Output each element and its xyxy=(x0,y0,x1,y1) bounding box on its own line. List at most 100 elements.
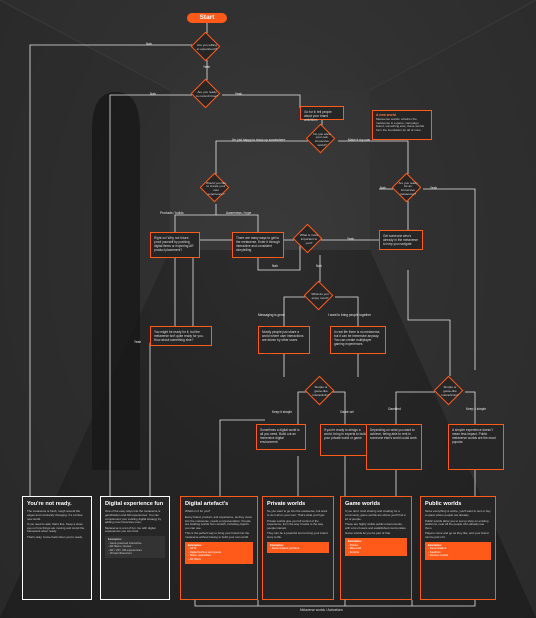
example-item: - Fortnite xyxy=(348,549,360,554)
edge-label-d5-yes: Yeah xyxy=(347,237,355,241)
card-examples: Examples: - Decentraland - Sandbox - Hor… xyxy=(425,541,491,560)
card-title: Digital experience fun xyxy=(105,501,164,507)
card-text: Private worlds give you full control of … xyxy=(267,518,324,530)
edge-label-start-no: Nah xyxy=(146,42,152,46)
decision-interactivity-right: Simple or game-like interactivity? xyxy=(435,377,465,407)
card-text: That's okay. Come back when you're ready… xyxy=(27,534,83,539)
edge-label-gamified: Gamified xyxy=(388,407,401,411)
action-future-proof: Right on! Why not future-proof yourself … xyxy=(150,232,200,258)
edge-label-make-own: Make it my own xyxy=(348,138,371,142)
card-public-worlds: Public worlds Since everything is online… xyxy=(420,496,496,600)
decision-enjoy-most: What do you enjoy most? xyxy=(305,282,335,312)
example-item: - Minecraft xyxy=(348,546,362,551)
examples-title: Examples: xyxy=(270,542,284,547)
card-examples: Examples: - NFTs - Digital fashion and g… xyxy=(185,541,253,564)
examples-title: Examples: xyxy=(108,536,122,541)
edge-label-keep-simple: Keep it simple xyxy=(272,410,293,414)
example-item: - Decentraland gardens xyxy=(270,546,300,551)
action-tell-people: Go for it: tell people about your brand … xyxy=(300,106,344,122)
example-item: - AR / VR / XR experiences xyxy=(108,547,142,552)
edge-label-yeah-left: Yeah xyxy=(134,340,142,344)
edge-label-d6-yes: Yeah xyxy=(430,186,438,190)
examples-title: Examples: xyxy=(348,538,362,543)
note-new-world: A new world Metaverse worlds: whether th… xyxy=(372,110,432,140)
example-item: - Digital fashion and goods xyxy=(188,549,222,554)
example-item: - AR filters xyxy=(188,556,201,561)
edge-label-ready-no: Nah xyxy=(150,92,156,96)
example-item: - Decentraland xyxy=(428,546,447,551)
card-digital-artefacts: Digital artefact's What's in it for you?… xyxy=(180,496,258,600)
decision-interactivity-left: Simple or game-like interactivity? xyxy=(306,377,336,407)
card-text: Public worlds allow you to set up shop o… xyxy=(425,518,489,530)
action-public-world: A simpler experience doesn't mean less i… xyxy=(448,424,504,470)
card-title: Public worlds xyxy=(425,501,462,507)
example-item: - Sandbox xyxy=(428,549,441,554)
card-private-worlds: Private worlds So you want to go into th… xyxy=(262,496,334,600)
edge-label-d5-no: Nah xyxy=(272,264,278,268)
card-text: Since everything is online, you'll want … xyxy=(425,509,491,517)
card-title: Game worlds xyxy=(345,501,381,507)
action-digital-world: Sometimes a digital world is all you nee… xyxy=(256,424,306,450)
action-get-help: Get someone who's already in the metaver… xyxy=(379,230,423,250)
card-text: If you need to wait, that's fine. Keep a… xyxy=(27,522,85,534)
decision-create-experience: Would you like to create your own experi… xyxy=(201,174,231,204)
examples-title: Examples: xyxy=(428,542,442,547)
examples-title: Examples: xyxy=(188,542,202,547)
action-share-world: Mostly people just share a world where u… xyxy=(258,326,310,354)
example-item: - NFTs xyxy=(188,546,197,551)
card-text: They can be a powerful tool to bring you… xyxy=(267,531,328,539)
card-text: What's in it for you? xyxy=(185,509,211,514)
card-text: If you don't mind sharing and creating f… xyxy=(345,509,406,521)
card-text: Players come and go as they like, and yo… xyxy=(425,531,489,539)
example-item: - Virtual influencers xyxy=(108,551,132,556)
card-title: Digital artefact's xyxy=(185,501,229,507)
edge-label-just-happy: I'm just happy to show up somewhere xyxy=(232,138,286,142)
example-item: - Skins, wearables xyxy=(188,553,211,558)
footer-label: Metaverse worlds / Activations xyxy=(300,608,343,612)
note-text: Metaverse worlds: whether the metaverse … xyxy=(376,116,425,133)
card-examples: Examples: - Decentraland gardens xyxy=(267,541,329,553)
card-not-ready: You're not ready. The metaverse is fresh… xyxy=(22,496,92,600)
edge-label-start-yes: Yeah xyxy=(203,65,211,69)
edge-label-d5-nah: Nah xyxy=(316,264,322,268)
example-item: - Gaze-powered interactive xyxy=(108,540,142,545)
action-storytelling: There are many ways to get to the metave… xyxy=(232,232,284,258)
edge-label-collab: I want to bring people together xyxy=(328,313,372,317)
example-item: - AR filters / lenses xyxy=(108,544,132,549)
card-text: So you want to go into the metaverse, bu… xyxy=(267,509,328,517)
edge-label-awareness: Awareness / hype xyxy=(226,211,252,215)
action-not-ready: You might be ready for it, but the metav… xyxy=(150,326,212,346)
decision-what-is-important: What is more important to you? xyxy=(294,225,324,255)
card-game-worlds: Game worlds If you don't mind sharing an… xyxy=(340,496,412,600)
start-node: Start xyxy=(187,13,227,23)
edge-label-d6-no: Nah xyxy=(380,186,386,190)
card-digital-experience: Digital experience fun One of the easy w… xyxy=(100,496,170,600)
edge-label-messaging: Messaging is great xyxy=(258,313,285,317)
card-text: Game worlds let you be part of that. xyxy=(345,531,391,536)
card-text: The metaverse is fresh, rough around the… xyxy=(27,509,83,521)
action-multiplayer: In real life there is no metaverse, but … xyxy=(330,326,386,354)
card-title: Private worlds xyxy=(267,501,306,507)
card-text: Every brand, product, and experience, as… xyxy=(185,515,253,530)
decision-willing-to-experiment: Are you willing to experiment? xyxy=(192,33,222,63)
edge-label-ready-yes: Yeah xyxy=(235,92,243,96)
edge-label-products: Products / builds xyxy=(160,211,184,215)
decision-immersive-metaverse: Are you ready for an immersive metaverse… xyxy=(393,174,423,204)
card-text: Metaverse is a lot of fun. Go with digit… xyxy=(105,525,156,534)
decision-own-world: Do you want your own immersive world? xyxy=(307,125,337,155)
action-rent-space: Depending on what you want to achieve, b… xyxy=(366,424,422,470)
example-item: - Roblox xyxy=(348,542,359,547)
card-examples: Examples: - Roblox - Minecraft - Fortnit… xyxy=(345,537,407,557)
card-text: One of the easy ways into the metaverse … xyxy=(105,509,162,525)
card-text: These are highly visible public environm… xyxy=(345,522,407,530)
card-examples: Examples: - Gaze-powered interactive - A… xyxy=(105,535,165,558)
action-private-world: If you're ready to design a world, bring… xyxy=(320,424,372,456)
card-title: You're not ready. xyxy=(27,501,72,507)
example-item: - Horizon worlds xyxy=(428,553,449,558)
card-text: This is the perfect way to bring your br… xyxy=(185,531,250,539)
note-title: A new world xyxy=(376,113,396,117)
edge-label-keep-simple-2: Keep it simple xyxy=(466,407,487,411)
decision-ready-to-commit: Are you ready to commit time? xyxy=(192,80,222,110)
edge-label-game-on: Game on! xyxy=(340,410,354,414)
